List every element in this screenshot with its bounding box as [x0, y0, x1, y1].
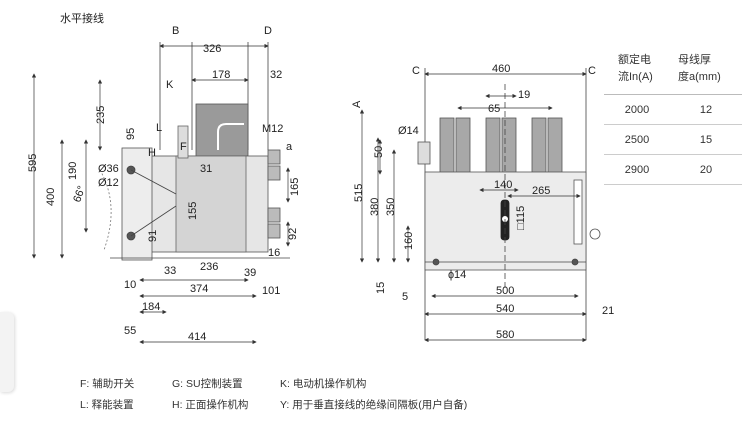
legend-row: F: 辅助开关 G: SU控制装置 K: 电动机操作机构	[80, 373, 500, 394]
busbar-4	[501, 117, 517, 175]
front-view	[417, 68, 601, 340]
dim-165: 165	[289, 178, 301, 196]
dim-d12: Ø12	[98, 177, 119, 189]
dim-15: 15	[375, 282, 387, 294]
label-a: a	[286, 141, 293, 153]
dim-50: 50	[373, 146, 385, 158]
dim-500: 500	[496, 285, 514, 297]
motor-operator-block	[195, 103, 249, 157]
dim-236: 236	[200, 261, 218, 273]
busbar-spec-table: 额定电 流In(A) 母线厚 度a(mm) 2000 12 2500 15 29…	[604, 52, 742, 185]
dim-265: 265	[532, 185, 550, 197]
spec-table-header: 额定电 流In(A) 母线厚 度a(mm)	[604, 52, 742, 95]
dim-d14-bottom: ɸ14	[448, 269, 466, 281]
cell-current: 2900	[624, 163, 650, 176]
busbar-5	[531, 117, 547, 175]
dim-235: 235	[95, 106, 107, 124]
letter-d: D	[264, 25, 272, 37]
drawing-title: 水平接线	[60, 13, 104, 25]
legend-row: L: 释能装置 H: 正面操作机构 Y: 用于垂直接线的绝缘间隔板(用户自备)	[80, 394, 500, 415]
dim-5: 5	[402, 291, 408, 303]
terminal-bottom-1	[267, 207, 281, 223]
header-rated-current: 额定电 流In(A)	[618, 54, 653, 83]
letter-k: K	[166, 79, 174, 91]
dim-39: 39	[244, 267, 256, 279]
dim-32: 32	[270, 69, 282, 81]
dim-155: 155	[187, 202, 199, 220]
letter-l: L	[156, 122, 162, 134]
cell-current: 2500	[624, 133, 650, 146]
dim-66deg: 66°	[71, 184, 88, 204]
cell-thickness: 15	[699, 133, 713, 146]
side-view-labels: B D K L F H M12 a 326 178 32 235 595 95 …	[27, 25, 301, 343]
legend-item: G: SU控制装置	[172, 378, 243, 390]
header-busbar-thickness: 母线厚 度a(mm)	[678, 54, 721, 83]
busbar-6	[547, 117, 563, 175]
dim-16: 16	[268, 247, 280, 259]
dim-400: 400	[45, 188, 57, 206]
dim-595: 595	[27, 154, 39, 172]
dim-515: 515	[353, 184, 365, 202]
dim-91: 91	[147, 230, 159, 242]
dim-540: 540	[496, 303, 514, 315]
dim-190: 190	[67, 162, 79, 180]
busbar-1	[439, 117, 455, 175]
dim-sq115: □115	[515, 206, 527, 230]
dim-178: 178	[212, 69, 230, 81]
side-bolt	[589, 228, 601, 240]
dim-d36: Ø36	[98, 163, 119, 175]
legend-item: K: 电动机操作机构	[280, 378, 367, 390]
cell-thickness: 20	[699, 163, 713, 176]
cell-thickness: 12	[699, 103, 713, 116]
dim-414: 414	[188, 331, 206, 343]
letter-c-left: C	[412, 65, 420, 77]
dim-140: 140	[494, 179, 512, 191]
dim-33: 33	[164, 265, 176, 277]
legend-item: L: 释能装置	[80, 399, 134, 411]
dim-31: 31	[200, 163, 212, 175]
letter-a: A	[351, 100, 363, 108]
dim-95: 95	[125, 128, 137, 140]
dim-101: 101	[262, 285, 280, 297]
front-panel	[121, 147, 153, 261]
legend-item: Y: 用于垂直接线的绝缘间隔板(用户自备)	[280, 399, 468, 411]
busbar-2	[455, 117, 471, 175]
label-m12: M12	[262, 123, 283, 135]
dim-184: 184	[142, 301, 160, 313]
dim-350: 350	[385, 198, 397, 216]
legend-item: F: 辅助开关	[80, 378, 135, 390]
terminal-top-1	[267, 149, 281, 165]
terminal-bottom-2	[267, 223, 281, 239]
letter-f: F	[180, 141, 187, 153]
dim-374: 374	[190, 283, 208, 295]
letter-c-right: C	[588, 65, 596, 77]
letter-h: H	[148, 147, 156, 159]
dim-65: 65	[488, 103, 500, 115]
cell-current: 2000	[624, 103, 650, 116]
dim-160: 160	[403, 232, 415, 250]
dim-380: 380	[369, 198, 381, 216]
dim-21: 21	[602, 305, 614, 317]
table-row: 2500 15	[604, 125, 742, 155]
dim-92: 92	[287, 228, 299, 240]
front-view-labels: C C A 460 19 65 Ø14 50 515 380 350 140 2…	[351, 63, 614, 341]
table-row: 2900 20	[604, 155, 742, 185]
side-drawer-tab[interactable]	[0, 312, 14, 392]
letter-b: B	[172, 25, 179, 37]
dim-460: 460	[492, 63, 510, 75]
side-view	[99, 42, 290, 261]
dim-d14-top: Ø14	[398, 125, 419, 137]
dim-55: 55	[124, 325, 136, 337]
dim-19: 19	[518, 89, 530, 101]
terminal-top-2	[267, 165, 281, 181]
legend-item: H: 正面操作机构	[172, 399, 249, 411]
dim-10: 10	[124, 279, 136, 291]
busbar-3	[485, 117, 501, 175]
table-row: 2000 12	[604, 95, 742, 125]
dim-326: 326	[203, 43, 221, 55]
legend: F: 辅助开关 G: SU控制装置 K: 电动机操作机构 L: 释能装置 H: …	[80, 373, 500, 415]
dim-580: 580	[496, 329, 514, 341]
